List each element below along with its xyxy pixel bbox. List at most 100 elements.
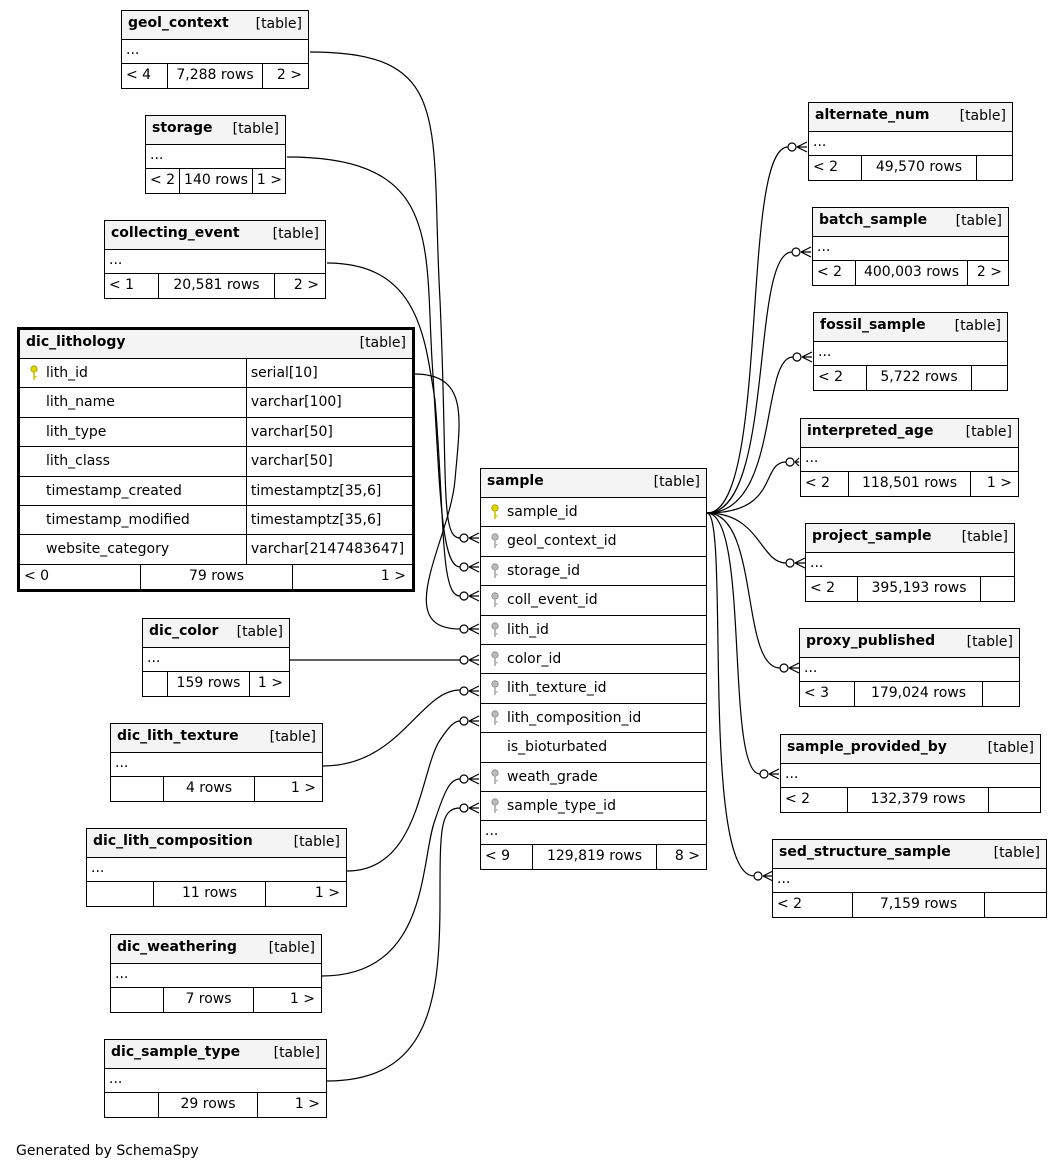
column-row[interactable]: geol_context_id [481, 527, 706, 557]
row-count: 29 rows [159, 1093, 258, 1117]
foreign-key-icon [491, 768, 499, 784]
column-name: weath_grade [507, 768, 598, 785]
parents-count: < 0 [20, 564, 142, 589]
foreign-key-icon [491, 563, 499, 578]
table-name: dic_sample_type [111, 1044, 241, 1060]
column-type: varchar[50] [245, 447, 412, 476]
column-name: lith_type [46, 423, 107, 440]
column-row[interactable]: sample_type_id [481, 792, 706, 822]
parents-count [111, 988, 164, 1012]
column-name: color_id [507, 650, 562, 667]
column-row[interactable]: storage_id [481, 557, 706, 587]
foreign-key-icon [491, 710, 499, 725]
column-name: lith_name [46, 394, 115, 411]
column-type: timestamptz[35,6] [245, 476, 412, 505]
column-row[interactable]: timestamp_created timestamptz[35,6] [20, 476, 412, 506]
column-name: timestamp_modified [46, 511, 190, 528]
table-name: dic_lithology [26, 334, 126, 350]
children-count: 1 > [294, 1096, 320, 1112]
link-project-sample [706, 512, 787, 564]
primary-key-icon [30, 365, 38, 380]
ellipsis-row: ... [111, 753, 322, 777]
generated-by-label: Generated by SchemaSpy [16, 1143, 199, 1159]
table-name: sed_structure_sample [779, 844, 951, 860]
children-count: 1 > [290, 780, 316, 796]
parents-count [87, 882, 154, 906]
column-type: varchar[100] [245, 388, 412, 417]
table-tag: [table] [955, 213, 1002, 229]
column-row[interactable]: weath_grade [481, 763, 706, 792]
column-row[interactable]: lith_texture_id [481, 674, 706, 704]
ellipsis-row: ... [809, 132, 1012, 156]
children-count [981, 577, 1014, 601]
column-name: lith_id [46, 365, 88, 381]
column-name: lith_composition_id [507, 709, 642, 726]
column-name: coll_event_id [507, 592, 598, 609]
parents-count: < 9 [481, 845, 533, 870]
children-count: 2 > [293, 277, 319, 293]
row-count: 179,024 rows [855, 682, 983, 706]
children-count: 1 > [380, 567, 406, 584]
column-row[interactable]: lith_type varchar[50] [20, 417, 412, 448]
ellipsis-row: ... [146, 145, 285, 169]
column-row[interactable]: lith_id [481, 616, 706, 645]
column-row[interactable]: lith_composition_id [481, 704, 706, 734]
column-name: timestamp_created [46, 482, 182, 499]
column-name: lith_id [507, 621, 549, 638]
column-row[interactable]: sample_id [481, 498, 706, 528]
table-tag: [table] [965, 424, 1012, 440]
column-type: varchar[2147483647] [245, 535, 412, 564]
table-name: batch_sample [819, 212, 928, 228]
column-row[interactable]: lith_name varchar[100] [20, 388, 412, 418]
link-dic-lith-texture [322, 689, 461, 767]
children-count [977, 156, 1012, 180]
foreign-key-icon [491, 651, 499, 666]
children-count: 1 > [289, 991, 315, 1007]
children-count: 2 > [976, 264, 1002, 280]
table-tag: [table] [961, 529, 1008, 545]
link-interpreted-age [706, 461, 787, 514]
table-sample[interactable]: sample[table] sample_id geol_context_id … [480, 468, 707, 871]
table-tag: [table] [268, 940, 315, 956]
parents-count: < 2 [813, 261, 856, 285]
primary-key-icon [491, 504, 499, 519]
ellipsis-row: ... [105, 1069, 326, 1093]
foreign-key-icon [491, 680, 499, 696]
table-name: alternate_num [815, 107, 930, 123]
column-type: varchar[50] [245, 417, 412, 447]
column-row[interactable]: is_bioturbated [481, 733, 706, 763]
foreign-key-icon [491, 533, 499, 549]
row-count: 20,581 rows [159, 274, 275, 298]
table-tag: [table] [236, 624, 283, 640]
link-sample-provided-by [706, 512, 761, 775]
column-name: storage_id [507, 562, 580, 579]
column-row[interactable]: coll_event_id [481, 586, 706, 616]
children-count [989, 788, 1040, 812]
row-count: 400,003 rows [856, 261, 968, 285]
link-proxy-published [706, 512, 781, 669]
children-count: 1 > [257, 675, 283, 691]
column-row[interactable]: color_id [481, 645, 706, 675]
ellipsis-row: ... [800, 658, 1019, 682]
